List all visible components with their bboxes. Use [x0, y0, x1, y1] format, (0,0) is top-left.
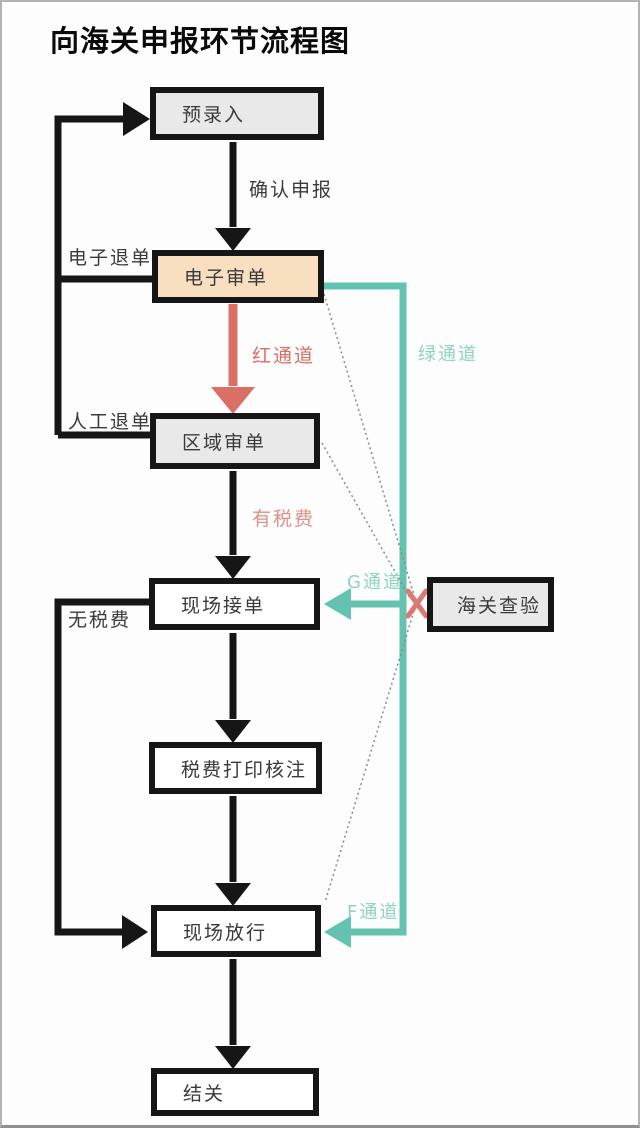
node-tax-print: 税费打印核注: [149, 742, 322, 794]
node-onsite-receive-label: 现场接单: [181, 594, 266, 617]
node-electronic-review-label: 电子审单: [184, 267, 269, 289]
label-g-channel: G通道: [347, 572, 403, 593]
g-channel-arrowhead: [324, 588, 351, 620]
node-customs-inspection-label: 海关查验: [457, 595, 542, 617]
arrowhead-into-pre-entry: [123, 102, 150, 136]
node-onsite-release: 现场放行: [151, 905, 321, 957]
green-channel-line: [324, 282, 407, 936]
node-pre-entry-label: 预录入: [182, 104, 246, 126]
arrowhead-into-onsite-release-left: [122, 915, 148, 949]
dotted-inspection-to-release: [324, 610, 415, 903]
node-pre-entry: 预录入: [150, 87, 324, 140]
dotted-regional-to-inspection: [321, 442, 412, 601]
inspection-x-marker: [405, 588, 429, 619]
node-onsite-release-label: 现场放行: [183, 921, 268, 944]
label-no-tax: 无税费: [68, 609, 132, 631]
arrowhead-into-onsite-receive: [215, 556, 251, 579]
dotted-electronic-to-inspection: [323, 293, 415, 596]
label-has-tax: 有税费: [252, 508, 316, 530]
label-f-channel: F通道: [347, 902, 400, 923]
label-electronic-return: 电子退单: [68, 247, 153, 269]
node-customs-closure-label: 结关: [183, 1082, 226, 1105]
arrowhead-into-electronic-review: [215, 228, 251, 251]
label-confirm-declare: 确认申报: [249, 179, 334, 201]
node-regional-review: 区域审单: [150, 413, 320, 469]
node-tax-print-label: 税费打印核注: [181, 758, 308, 781]
label-manual-return: 人工退单: [68, 411, 153, 433]
diagram-title: 向海关申报环节流程图: [50, 24, 351, 58]
no-tax-line: [54, 598, 149, 936]
red-channel-arrowhead: [211, 387, 255, 414]
node-electronic-review: 电子审单: [152, 250, 324, 303]
label-green-channel: 绿通道: [418, 344, 478, 365]
arrowhead-into-tax-print: [215, 720, 251, 743]
return-loop-line: [54, 115, 124, 435]
node-customs-inspection: 海关查验: [427, 577, 554, 632]
label-red-channel: 红通道: [252, 345, 316, 367]
node-customs-closure: 结关: [151, 1068, 319, 1116]
f-channel-arrowhead: [324, 916, 351, 948]
node-regional-review-label: 区域审单: [182, 431, 267, 454]
arrowhead-into-customs-closure: [215, 1046, 251, 1069]
arrowhead-into-onsite-release-top: [215, 883, 251, 906]
node-onsite-receive: 现场接单: [149, 578, 320, 630]
